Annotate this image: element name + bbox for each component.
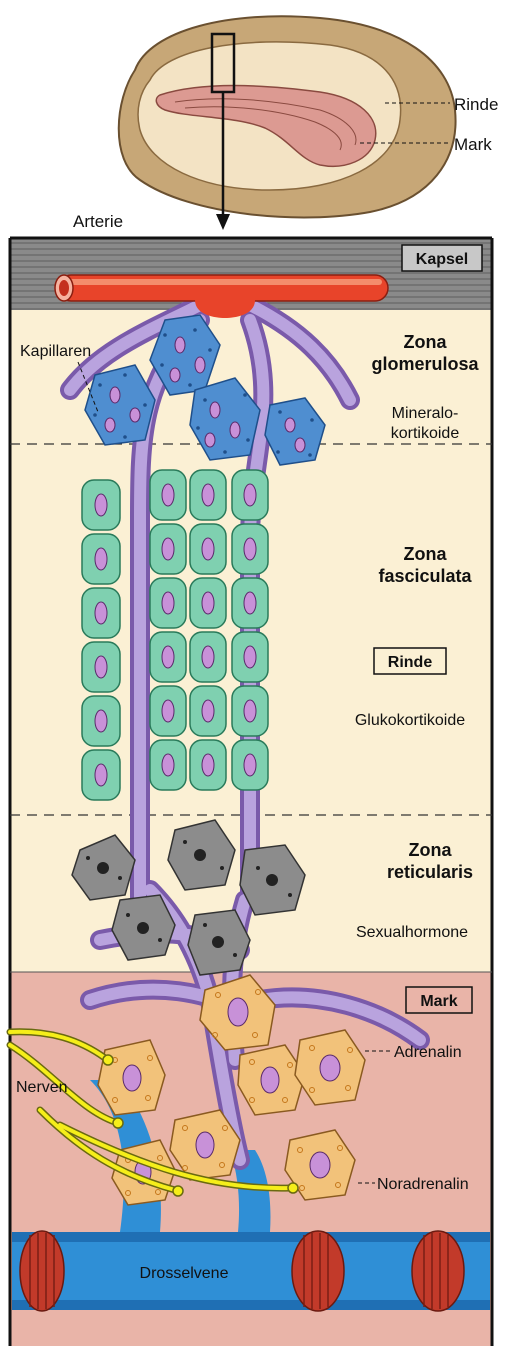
label-drosselvene: Drosselvene [140, 1265, 229, 1282]
label-nerven: Nerven [16, 1079, 68, 1096]
hormone-glukokortikoide: Glukokortikoide [355, 712, 465, 729]
drosselvene [12, 1231, 490, 1311]
zone-title-fasciculata-2: fasciculata [378, 566, 472, 586]
zone-title-reticularis-1: Zona [409, 840, 453, 860]
hormone-mineralokortikoide-1: Mineralo- [392, 405, 459, 422]
zone-title-reticularis-2: reticularis [387, 862, 473, 882]
vein-ring [412, 1231, 464, 1311]
adrenal-organ-overview: Rinde Mark [119, 16, 499, 230]
label-arterie: Arterie [73, 212, 123, 231]
label-mark: Mark [420, 993, 457, 1010]
vein-ring [292, 1231, 344, 1311]
label-organ-medulla: Mark [454, 135, 492, 154]
hormone-mineralokortikoide-2: kortikoide [391, 425, 460, 442]
label-rinde: Rinde [388, 654, 433, 671]
zone-title-glomerulosa-2: glomerulosa [371, 354, 479, 374]
tissue-section: Arterie Kapsel Kapillaren Zona glomerulo… [10, 212, 492, 1346]
label-kapsel: Kapsel [416, 251, 468, 268]
zone-title-fasciculata-1: Zona [404, 544, 448, 564]
vein-ring [20, 1231, 64, 1311]
label-organ-cortex: Rinde [454, 95, 498, 114]
label-noradrenalin: Noradrenalin [377, 1176, 469, 1193]
label-adrenalin: Adrenalin [394, 1044, 462, 1061]
fasciculata-cells [82, 470, 268, 800]
label-kapillaren: Kapillaren [20, 343, 91, 360]
zone-title-glomerulosa-1: Zona [404, 332, 448, 352]
hormone-sexualhormone: Sexualhormone [356, 924, 468, 941]
